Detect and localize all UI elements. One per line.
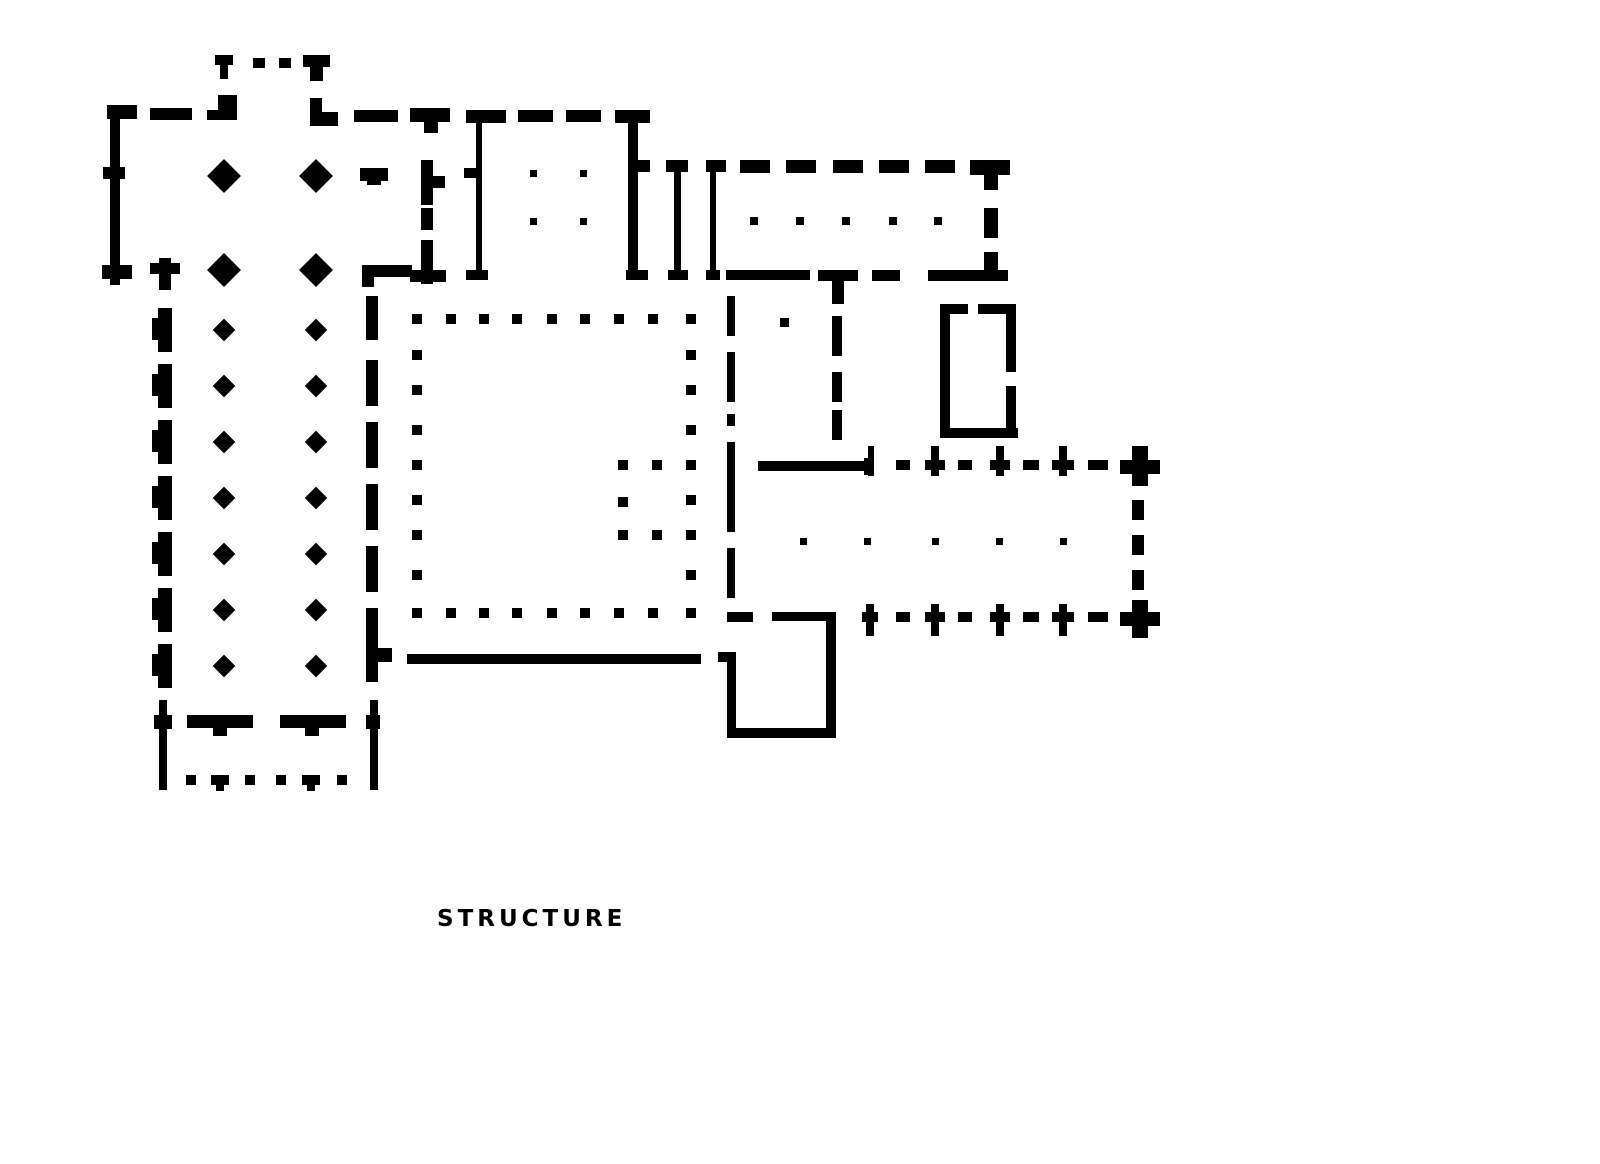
crossing <box>410 108 650 284</box>
nave <box>152 265 412 688</box>
cloister <box>407 296 842 664</box>
diagram-caption: STRUCTURE <box>437 906 627 932</box>
east-room <box>940 304 1018 438</box>
south-room <box>718 612 836 738</box>
porch <box>215 55 330 81</box>
west-upper-block <box>102 95 398 290</box>
north-range <box>666 160 1010 304</box>
west-front <box>154 700 380 791</box>
south-east-wing <box>758 446 1160 638</box>
